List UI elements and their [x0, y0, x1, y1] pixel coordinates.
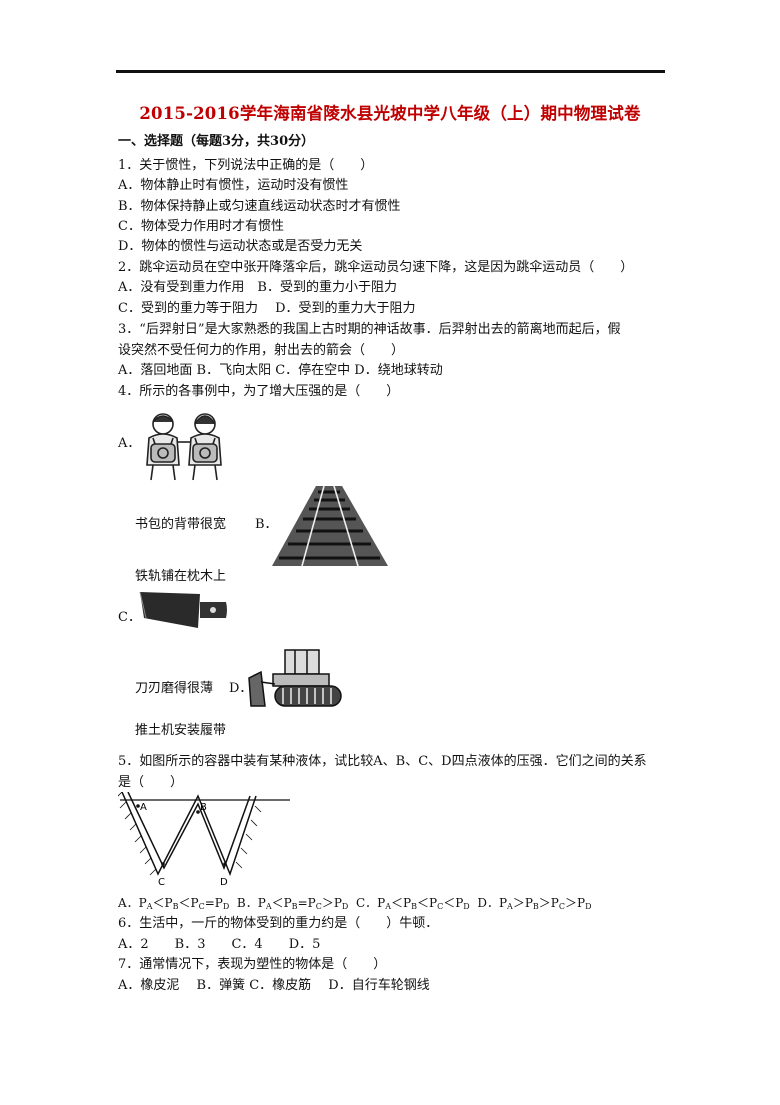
- q2-stem: 2．跳伞运动员在空中张开降落伞后，跳伞运动员匀速下降，这是因为跳伞运动员（ ）: [118, 260, 634, 275]
- q1-option-d: D．物体的惯性与运动状态或是否受力无关: [118, 239, 363, 254]
- point-label-b: B: [200, 802, 207, 813]
- q5-option-d: D．PA＞PB＞PC＞PD: [477, 896, 592, 911]
- railway-track-image: [272, 486, 388, 566]
- q4-option-a-caption: 书包的背带很宽: [135, 517, 227, 532]
- point-label-c: C: [158, 877, 165, 888]
- schoolbag-children-image: [146, 413, 222, 481]
- q1-option-b: B．物体保持静止或匀速直线运动状态时才有惯性: [118, 199, 401, 214]
- q3-options: A．落回地面 B．飞向太阳 C．停在空中 D．绕地球转动: [118, 363, 443, 378]
- point-label-d: D: [220, 877, 228, 888]
- bulldozer-image: [248, 649, 342, 707]
- q5-option-a: A．PA＜PB＜PC=PD: [118, 896, 230, 911]
- page-title: 2015-2016学年海南省陵水县光坡中学八年级（上）期中物理试卷: [139, 104, 641, 123]
- q6-options: A．2 B．3 C．4 D．5: [118, 937, 321, 952]
- q2-options-ab: A．没有受到重力作用 B．受到的重力小于阻力: [118, 280, 397, 295]
- q4-option-a-label: A．: [118, 436, 141, 451]
- q4-option-b-caption: 铁轨铺在枕木上: [135, 569, 227, 584]
- q3-stem-line2: 设突然不受任何力的作用，射出去的箭会（ ）: [118, 343, 405, 358]
- q5-stem-line2: 是（ ）: [118, 775, 184, 790]
- q1-stem: 1．关于惯性，下列说法中正确的是（ ）: [118, 158, 374, 173]
- q4-stem: 4．所示的各事例中，为了增大压强的是（ ）: [118, 384, 400, 399]
- q5-stem-line1: 5．如图所示的容器中装有某种液体，试比较A、B、C、D四点液体的压强．它们之间的…: [118, 754, 647, 769]
- q4-option-d-caption: 推土机安装履带: [135, 723, 227, 738]
- q5-options: A．PA＜PB＜PC=PD B．PA＜PB=PC＞PD C．PA＜PB＜PC＜P…: [118, 894, 591, 916]
- cleaver-knife-image: [139, 591, 227, 628]
- q4-option-c-caption: 刀刃磨得很薄: [135, 681, 214, 696]
- liquid-container-diagram: A B C D: [118, 792, 290, 888]
- q3-stem-line1: 3．“后羿射日”是大家熟悉的我国上古时期的神话故事．后羿射出去的箭离地而起后，假: [118, 322, 621, 337]
- section-heading: 一、选择题（每题3分，共30分）: [118, 134, 315, 149]
- q6-stem: 6．生活中，一斤的物体受到的重力约是（ ）牛顿．: [118, 916, 439, 931]
- q5-option-c: C．PA＜PB＜PC＜PD: [355, 896, 470, 911]
- q1-option-a: A．物体静止时有惯性，运动时没有惯性: [118, 178, 349, 193]
- q5-option-b: B．PA＜PB=PC＞PD: [236, 896, 349, 911]
- header-rule: [116, 70, 665, 73]
- q4-option-c-label: C．: [118, 610, 141, 625]
- point-label-a: A: [140, 802, 147, 813]
- q2-options-cd: C．受到的重力等于阻力 D．受到的重力大于阻力: [118, 301, 416, 316]
- q7-options: A．橡皮泥 B．弹簧 C．橡皮筋 D．自行车轮钢线: [118, 978, 430, 993]
- q7-stem: 7．通常情况下，表现为塑性的物体是（ ）: [118, 957, 387, 972]
- q4-option-d-label: D．: [229, 681, 253, 696]
- q4-option-b-label: B．: [255, 517, 278, 532]
- q1-option-c: C．物体受力作用时才有惯性: [118, 219, 284, 234]
